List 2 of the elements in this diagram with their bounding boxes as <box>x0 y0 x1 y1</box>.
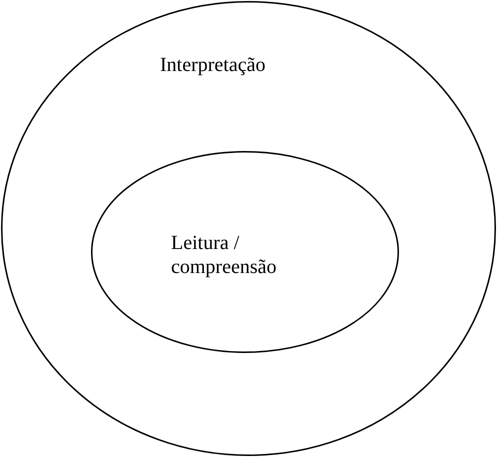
ellipse-label: Interpretação <box>160 53 266 77</box>
ellipse-label: Leitura / compreensão <box>171 231 278 279</box>
